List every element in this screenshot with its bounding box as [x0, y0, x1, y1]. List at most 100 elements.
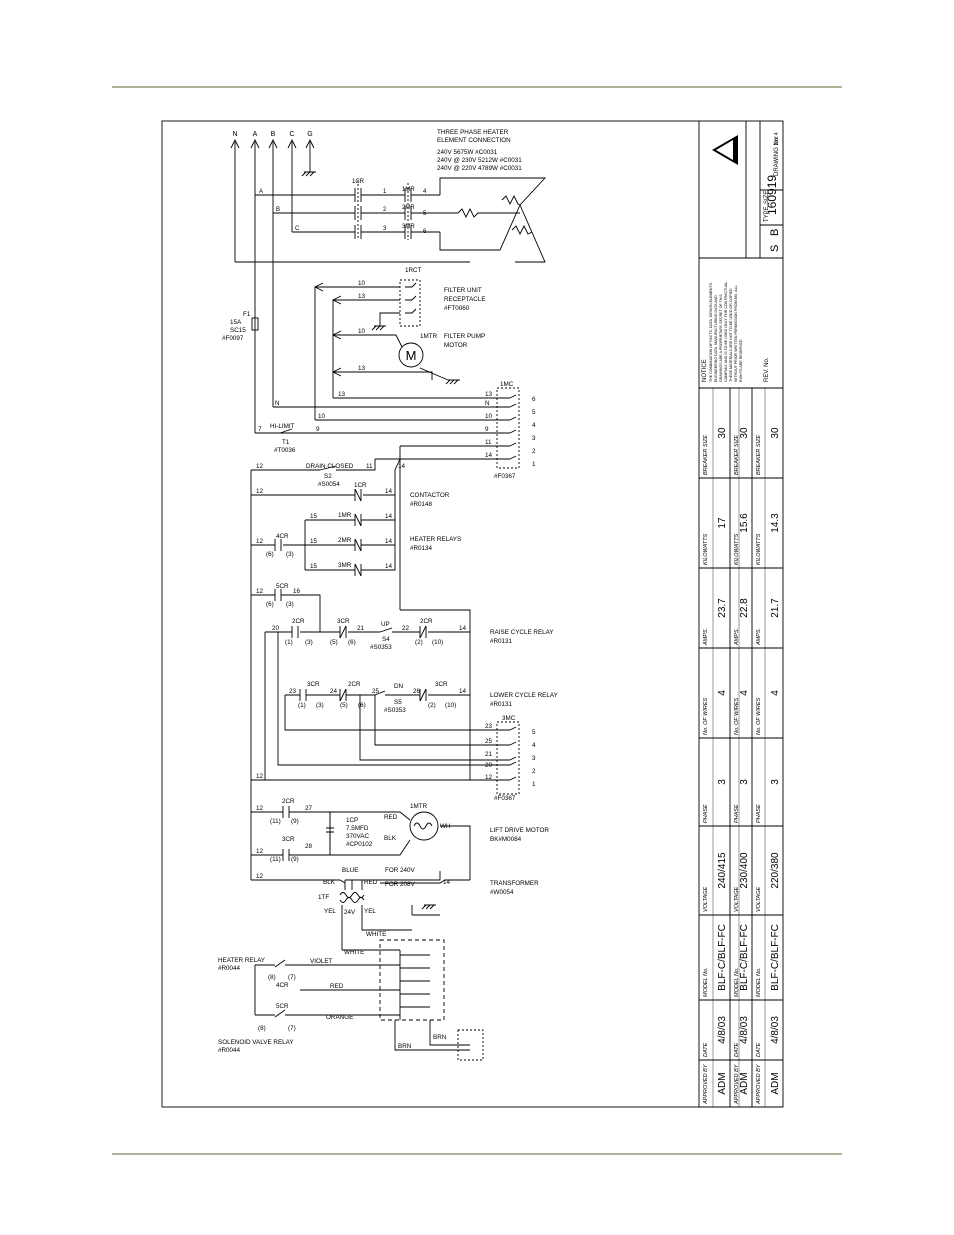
lift-w28: 28	[305, 843, 313, 850]
line-id-b: B	[276, 207, 280, 213]
mc3-part: #F0367	[494, 795, 516, 802]
spec-cell-r0-c4: 3	[717, 779, 728, 785]
line-id-a: A	[259, 189, 263, 195]
solenoid-n7: (7)	[288, 1025, 296, 1032]
relay-2mr: 2MR	[402, 205, 415, 211]
mc3-rung-w12: 12	[256, 773, 264, 780]
contactor-cr: 1CR	[354, 482, 367, 489]
lower-w24: 24	[330, 688, 338, 695]
heater-relay-part: #R0044	[218, 965, 241, 972]
tf-yel-2: YEL	[364, 908, 376, 915]
lift-w12-b: 12	[256, 848, 264, 855]
mc1-pin-5: 5	[532, 409, 536, 416]
spec-cell-r0-c1: 4/8/03	[717, 1016, 728, 1044]
wire-red-b: RED	[330, 983, 344, 990]
spec-cell-r2-c6: 21.7	[770, 598, 781, 618]
lift-n9: (9)	[291, 818, 299, 825]
solenoid-part: #R0044	[218, 1047, 241, 1054]
lift-label: LIFT DRIVE MOTOR	[490, 827, 549, 834]
mc3-wire-25: 25	[485, 738, 493, 745]
spec-header-r2-c8: BREAKER SIZE	[756, 435, 762, 475]
mc1-wire-14: 14	[485, 452, 493, 459]
spec-cell-r0-c8: 30	[717, 427, 728, 439]
mc3-wire-12: 12	[485, 774, 493, 781]
spec-cell-r1-c4: 3	[739, 779, 750, 785]
spec-header-r1-c7: KILOWATTS	[734, 533, 740, 565]
spec-header-r1-c5: No. OF WIRES	[734, 697, 740, 735]
heater-note-line2: 240V @ 230V 5212W #C0031	[437, 157, 522, 164]
tf-for240: FOR 240V	[385, 867, 416, 874]
type-value: S	[769, 245, 781, 252]
tf-blk: BLK	[323, 879, 336, 886]
power-supply	[230, 138, 547, 433]
spec-header-r1-c4: PHASE	[734, 804, 740, 823]
spec-cell-r1-c2: BLF-C/BLF-FC	[739, 924, 750, 991]
cr5-label: 5CR	[276, 583, 289, 590]
spec-cell-r0-c7: 17	[717, 517, 728, 529]
contactor-w14: 14	[385, 488, 393, 495]
spec-header-r1-c2: MODEL No.	[734, 967, 740, 997]
wire-white-b: WHITE	[344, 949, 364, 956]
solenoid-n8: (8)	[258, 1025, 266, 1032]
raise-n3: (3)	[305, 639, 313, 646]
raise-2cr-b: 2CR	[420, 618, 433, 625]
notice-line-2: ENGINEERING DATA, MANUFACTURING DATA AND	[714, 295, 718, 382]
mc1-wire-n: N	[485, 400, 490, 407]
hilimit-t1: T1	[282, 439, 290, 446]
filter-mtr: 1MTR	[420, 333, 438, 340]
rev-no-label: REV. No.	[764, 357, 770, 382]
lift-n9-b: (9)	[291, 856, 299, 863]
notice-title: NOTICE	[702, 359, 708, 382]
mc3-pin-4: 4	[532, 742, 536, 749]
supply-label-a: A	[253, 131, 258, 138]
lift-part: BK#M0084	[490, 836, 522, 843]
hr-2mr: 2MR	[338, 537, 352, 544]
lower-2cr: 2CR	[348, 681, 361, 688]
drawing-no: 160919	[765, 175, 779, 215]
wire-n-label: N	[275, 400, 280, 407]
mc1-pin-4: 4	[532, 422, 536, 429]
lower-dn: DN	[394, 683, 404, 690]
hr-1mr: 1MR	[338, 512, 352, 519]
hilimit-w7: 7	[258, 426, 262, 433]
wire-13-label: 13	[338, 391, 346, 398]
spec-cell-r1-c7: 15.6	[739, 513, 750, 533]
spec-cell-r0-c5: 4	[717, 690, 728, 696]
spec-cell-r2-c7: 14.3	[770, 513, 781, 533]
filter-pump-w10: 10	[358, 328, 366, 335]
spec-cell-r0-c2: BLF-C/BLF-FC	[717, 924, 728, 991]
cr5-n3: (3)	[286, 601, 294, 608]
spec-cell-r0-c3: 240/415	[717, 852, 728, 889]
raise-n5: (5)	[330, 639, 338, 646]
size-value: B	[769, 229, 781, 236]
supply-label-g: G	[307, 131, 312, 138]
spec-cell-r1-c1: 4/8/03	[739, 1016, 750, 1044]
lower-n5: (5)	[340, 702, 348, 709]
mc1-wire-10: 10	[485, 413, 493, 420]
lift-cp-part: #CP0102	[346, 841, 373, 848]
spec-header-r0-c8: BREAKER SIZE	[703, 435, 709, 475]
spec-header-r0-c5: No. OF WIRES	[703, 697, 709, 735]
notice-line-6: WITHOUT PRIOR WRITTEN PERMISSION FROM BK…	[734, 285, 738, 382]
heater-note-line3: 240V @ 220V 4789W #C0031	[437, 165, 522, 172]
header-rule	[112, 86, 842, 88]
tf-for208: FOR 208V	[385, 881, 416, 888]
hr-w15-c: 15	[310, 563, 318, 570]
heater-relay-n7: (7)	[288, 974, 296, 981]
lower-w26: 26	[413, 688, 421, 695]
spec-cell-r2-c5: 4	[770, 690, 781, 696]
raise-w21: 21	[357, 625, 365, 632]
spec-header-r0-c4: PHASE	[703, 804, 709, 823]
raise-w22: 22	[402, 625, 410, 632]
filter-w10: 10	[358, 280, 366, 287]
wire-3: 3	[383, 226, 387, 232]
mc3-pin-2: 2	[532, 768, 536, 775]
lower-n10: (10)	[445, 702, 456, 709]
mc1-pin-6: 6	[532, 396, 536, 403]
hr-w14-a: 14	[385, 513, 393, 520]
notice-line-7: RIGHTS ARE RESERVED.	[739, 339, 743, 382]
spec-cell-r0-c6: 23.7	[717, 598, 728, 618]
lower-n6: (6)	[358, 702, 366, 709]
lift-w27: 27	[305, 805, 313, 812]
contactor-1cr-label: 1CR	[352, 179, 365, 185]
